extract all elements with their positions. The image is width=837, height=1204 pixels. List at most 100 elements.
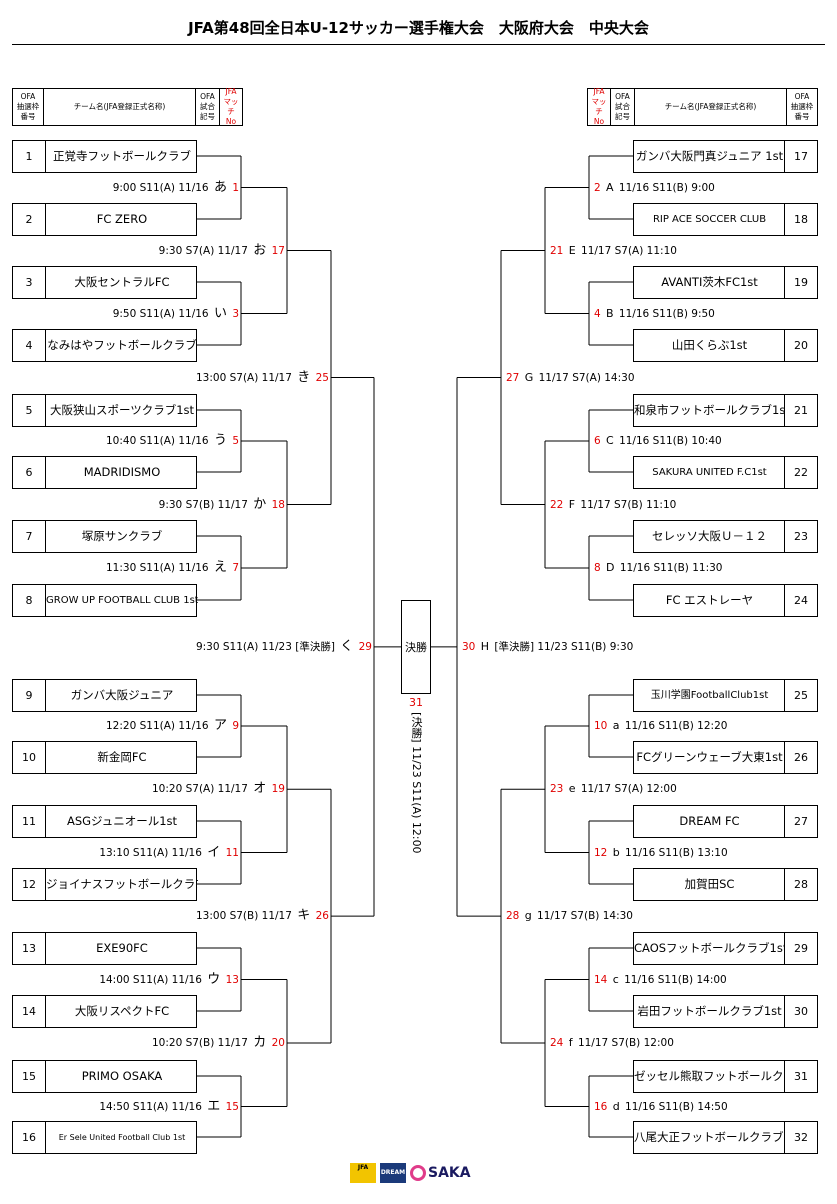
- header-ofa-match-left: OFA 試合 記号: [195, 88, 220, 126]
- match-info: 13:10 S11(A) 11/16: [99, 846, 202, 859]
- match-label-left: 9:30 S7(B) 11/17 か 18: [159, 497, 285, 513]
- match-no: 7: [232, 562, 239, 574]
- match-label-left: 11:30 S11(A) 11/16 え 7: [106, 560, 239, 576]
- match-code: F: [568, 497, 576, 511]
- slot-number: 22: [784, 457, 817, 488]
- slot-number: 10: [13, 742, 46, 773]
- match-label-right: 16 d 11/16 S11(B) 14:50: [594, 1099, 728, 1115]
- match-no: 15: [225, 1100, 239, 1113]
- team-name: 塚原サンクラブ: [81, 529, 163, 543]
- match-label-right: 27 G 11/17 S7(A) 14:30: [506, 370, 635, 386]
- slot-number: 3: [13, 267, 46, 298]
- match-code: あ: [213, 179, 227, 195]
- match-label-right: 22 F 11/17 S7(B) 11:10: [550, 497, 676, 513]
- match-info: 10:20 S7(B) 11/17: [151, 1037, 248, 1049]
- match-info: 11:30 S11(A) 11/16: [106, 562, 209, 574]
- match-label-right: 8 D 11/16 S11(B) 11:30: [594, 560, 722, 576]
- match-no: 1: [232, 181, 239, 194]
- match-no: 30: [462, 640, 476, 653]
- slot-number: 5: [13, 395, 46, 426]
- match-no: 18: [271, 498, 285, 511]
- team-box-right: SAKURA UNITED F.C1st 22: [633, 456, 818, 489]
- team-name: なみはやフットボールクラブ: [47, 338, 197, 352]
- team-name: FC ZERO: [96, 212, 148, 226]
- slot-number: 18: [784, 204, 817, 235]
- team-name: 八尾大正フットボールクラブ1st: [634, 1130, 785, 1144]
- slot-number: 12: [13, 869, 46, 900]
- match-no: 11: [225, 846, 239, 859]
- match-info: 11/17 S7(A) 12:00: [580, 783, 677, 796]
- match-code: い: [213, 305, 227, 321]
- match-label-right: 24 f 11/17 S7(B) 12:00: [550, 1035, 674, 1051]
- team-name: SAKURA UNITED F.C1st: [652, 467, 767, 478]
- match-no: 28: [506, 910, 520, 923]
- osaka-logo-mark: [410, 1165, 426, 1181]
- match-info: 11/16 S11(B) 10:40: [619, 435, 722, 447]
- final-label: 決勝: [405, 641, 427, 654]
- match-no: 19: [271, 783, 285, 796]
- match-info: 11/17 S7(A) 14:30: [538, 371, 635, 384]
- match-code: D: [606, 561, 615, 574]
- match-info: 11/16 S11(B) 9:50: [618, 307, 715, 320]
- dream-logo: DREAM: [380, 1163, 406, 1183]
- team-name: 加賀田SC: [684, 877, 735, 891]
- team-name: 大阪セントラルFC: [74, 275, 170, 289]
- slot-number: 8: [13, 585, 46, 616]
- match-label-left: 9:30 S11(A) 11/23 [準決勝] く 29: [196, 639, 372, 655]
- match-label-left: 9:50 S11(A) 11/16 い 3: [113, 306, 239, 322]
- match-code: A: [606, 180, 614, 194]
- slot-number: 32: [784, 1122, 817, 1153]
- match-no: 5: [232, 435, 239, 447]
- team-name: 大阪リスペクトFC: [74, 1004, 170, 1018]
- match-label-left: 13:00 S7(A) 11/17 き 25: [196, 370, 329, 386]
- match-info: 11/17 S7(B) 12:00: [577, 1037, 674, 1049]
- match-no: 2: [594, 181, 601, 194]
- jfa-logo: JFA: [350, 1163, 376, 1183]
- match-code: ウ: [207, 971, 221, 987]
- match-no: 8: [594, 562, 601, 574]
- match-label-left: 13:00 S7(B) 11/17 キ 26: [196, 908, 329, 924]
- match-code: B: [606, 306, 614, 320]
- team-name: ASGジュニオール1st: [66, 814, 178, 828]
- team-name: ジョイナスフットボールクラブ: [46, 877, 198, 891]
- match-code: b: [612, 845, 620, 859]
- match-label-right: 28 g 11/17 S7(B) 14:30: [506, 908, 633, 924]
- team-name: ガンバ大阪門真ジュニア 1st: [635, 149, 784, 163]
- match-no: 20: [271, 1037, 285, 1049]
- match-info: 11/17 S7(B) 14:30: [537, 910, 633, 923]
- header-ofa-match-right: OFA 試合 記号: [610, 88, 635, 126]
- team-name: AVANTI茨木FC1st: [661, 275, 758, 289]
- match-info: 10:40 S11(A) 11/16: [106, 435, 209, 447]
- match-info: 9:50 S11(A) 11/16: [112, 307, 209, 320]
- match-info: 11/16 S11(B) 11:30: [619, 562, 723, 574]
- match-info: 11/16 S11(B) 14:50: [625, 1100, 728, 1113]
- team-box-left: 2 FC ZERO: [12, 203, 197, 236]
- match-code: a: [612, 719, 620, 732]
- slot-number: 2: [13, 204, 46, 235]
- match-label-left: 13:10 S11(A) 11/16 イ 11: [99, 845, 239, 861]
- match-info: 9:30 S11(A) 11/23 [準決勝]: [195, 640, 335, 653]
- match-code: う: [213, 433, 227, 448]
- team-name: GROW UP FOOTBALL CLUB 1st: [46, 595, 198, 606]
- osaka-logo: SAKA: [410, 1165, 471, 1181]
- match-label-left: 10:20 S7(B) 11/17 カ 20: [152, 1035, 285, 1051]
- match-code: キ: [297, 908, 311, 924]
- slot-number: 26: [784, 742, 817, 773]
- team-name: 新金岡FC: [97, 750, 147, 764]
- match-code: c: [612, 972, 619, 986]
- team-name: 山田くらぶ1st: [671, 338, 748, 352]
- slot-number: 4: [13, 330, 46, 361]
- osaka-logo-text: SAKA: [428, 1165, 471, 1181]
